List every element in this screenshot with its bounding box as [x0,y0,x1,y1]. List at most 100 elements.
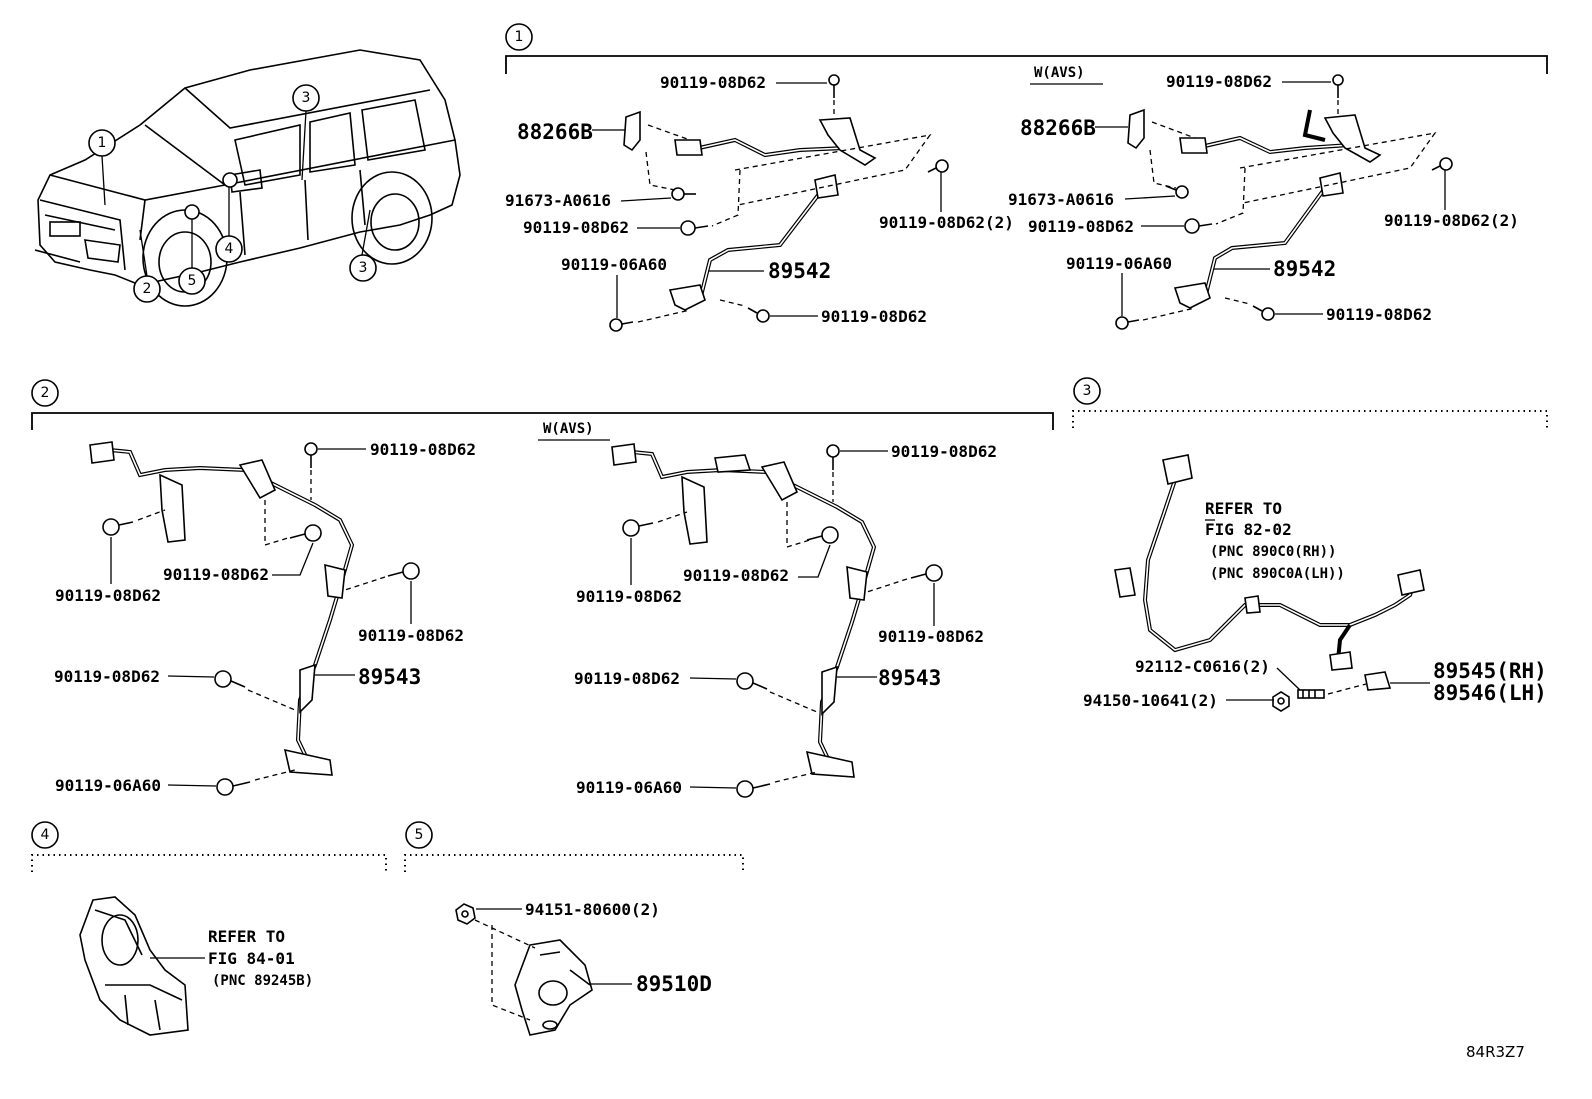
section-2-right-assembly: 90119-08D62 90119-08D62 90119-08D62 9011… [574,442,997,798]
bolt-icon [102,518,134,536]
section-2: 2 W(AVS) [31,379,1054,798]
svg-text:4: 4 [41,827,50,843]
section-4-number[interactable]: 4 [31,821,59,849]
s1-right-bolt-a0616: 91673-A0616 [1008,190,1114,209]
section-1-number[interactable]: 1 [505,23,533,51]
section-3: 3 REFER TO FIG 82-02 (PNC 890C0(RH)) (PN… [1072,377,1548,712]
s4-refer-line2: FIG 84-01 [208,949,295,968]
bolt-icon [910,564,943,582]
s1-right-bolt-top: 90119-08D62 [1166,72,1272,91]
svg-text:4: 4 [225,241,234,257]
s1-left-sensor: 89542 [768,259,831,283]
s3-refer-line4: (PNC 890C0A(LH)) [1210,566,1345,582]
vehicle-callouts: 1 2 3 3 4 5 [88,84,377,303]
bolt-icon [1431,157,1453,171]
section-2-number[interactable]: 2 [31,379,59,407]
bolt-icon [828,74,840,98]
section-2-left-assembly: 90119-08D62 90119-08D62 90119-08D62 9011… [54,440,476,796]
s3-screw: 92112-C0616(2) [1135,657,1270,676]
s1-left-bolt-06a60: 90119-06A60 [561,255,667,274]
svg-text:5: 5 [188,273,197,289]
screw-icon [1297,689,1325,699]
svg-text:2: 2 [41,385,50,401]
bolt-icon [736,672,768,690]
section-4: 4 REFER TO FIG 84-01 (PNC 89245B) [31,821,387,1036]
s1-right-bolt-06a60: 90119-06A60 [1066,254,1172,273]
s3-refer-line1: REFER TO [1205,499,1282,518]
bolt-icon [806,526,839,544]
vehicle-callout-4[interactable]: 4 [215,235,243,263]
bolt-icon [216,778,251,796]
section-1: 1 W(AVS) [505,23,1548,332]
bolt-icon [680,220,709,236]
s2-right-bolt-06a60: 90119-06A60 [576,778,682,797]
s2-left-bolt-right: 90119-08D62 [358,626,464,645]
svg-text:3: 3 [302,90,311,106]
s2-left-sensor: 89543 [358,665,421,689]
nut-icon [1272,691,1290,712]
section-1-left-assembly: 90119-08D62 88266B 91673-A0616 90119-08D… [505,73,1014,332]
sensor-module-icon [79,896,189,1036]
section-2-variant-label: W(AVS) [543,421,594,437]
s1-left-bolt-a0616: 91673-A0616 [505,191,611,210]
s2-left-bolt-top: 90119-08D62 [370,440,476,459]
s4-refer-line3: (PNC 89245B) [212,973,313,989]
bolt-icon [289,524,322,542]
s1-left-bolt-bottom: 90119-08D62 [821,307,927,326]
bolt-icon [1184,218,1213,234]
s4-refer-line1: REFER TO [208,927,285,946]
speed-sensor-icon [514,939,593,1036]
s1-right-sensor: 89542 [1273,257,1336,281]
s2-right-bolt-lower: 90119-08D62 [574,669,680,688]
s2-left-bolt-lower: 90119-08D62 [54,667,160,686]
vehicle-callout-1[interactable]: 1 [88,129,116,157]
s1-left-clip: 88266B [517,120,593,144]
svg-text:2: 2 [143,281,152,297]
s1-left-bolt-mid: 90119-08D62 [523,218,629,237]
svg-text:3: 3 [1083,383,1092,399]
s5-sensor: 89510D [636,972,712,996]
bolt-icon [609,318,634,332]
s3-part-rh: 89545(RH) [1433,659,1547,683]
nut-icon [455,903,476,925]
bolt-icon [304,442,318,468]
vehicle-callout-2[interactable]: 2 [133,275,161,303]
illustration-code: 84R3Z7 [1466,1043,1525,1061]
s2-left-bolt-left: 90119-08D62 [55,586,161,605]
section-5: 5 94151-80600(2) 89510D [404,821,744,1036]
vehicle-callout-3-top[interactable]: 3 [292,84,320,112]
s2-right-sensor: 89543 [878,666,941,690]
section-3-number[interactable]: 3 [1073,377,1101,405]
section-1-right-assembly: 90119-08D62 88266B 91673-A0616 90119-08D… [1008,72,1519,330]
s2-right-bolt-left: 90119-08D62 [576,587,682,606]
bolt-icon [927,159,949,173]
section-5-number[interactable]: 5 [405,821,433,849]
s1-right-bolt-right: 90119-08D62(2) [1384,211,1519,230]
svg-text:1: 1 [515,29,524,45]
svg-text:1: 1 [98,135,107,151]
svg-text:5: 5 [415,827,424,843]
s3-nut: 94150-10641(2) [1083,691,1218,710]
vehicle-callout-5[interactable]: 5 [178,267,206,295]
s1-right-bolt-bottom: 90119-08D62 [1326,305,1432,324]
s1-left-bolt-right: 90119-08D62(2) [879,213,1014,232]
s2-left-bolt-06a60: 90119-06A60 [55,776,161,795]
svg-text:3: 3 [359,260,368,276]
s3-refer-line2: FIG 82-02 [1205,520,1292,539]
section-1-variant-label: W(AVS) [1034,65,1085,81]
bolt-icon [214,670,246,688]
s2-left-bolt-center: 90119-08D62 [163,565,269,584]
s2-right-bolt-top: 90119-08D62 [891,442,997,461]
vehicle-callout-3-bottom[interactable]: 3 [349,254,377,282]
bolt-icon [387,562,420,580]
s2-right-bolt-right: 90119-08D62 [878,627,984,646]
s1-left-bolt-top: 90119-08D62 [660,73,766,92]
s2-right-bolt-center: 90119-08D62 [683,566,789,585]
s5-nut: 94151-80600(2) [525,900,660,919]
s1-right-clip: 88266B [1020,116,1096,140]
s3-refer-line3: (PNC 890C0(RH)) [1210,544,1336,560]
bolt-icon [622,519,654,537]
s1-right-bolt-mid: 90119-08D62 [1028,217,1134,236]
bolt-icon [747,307,770,323]
